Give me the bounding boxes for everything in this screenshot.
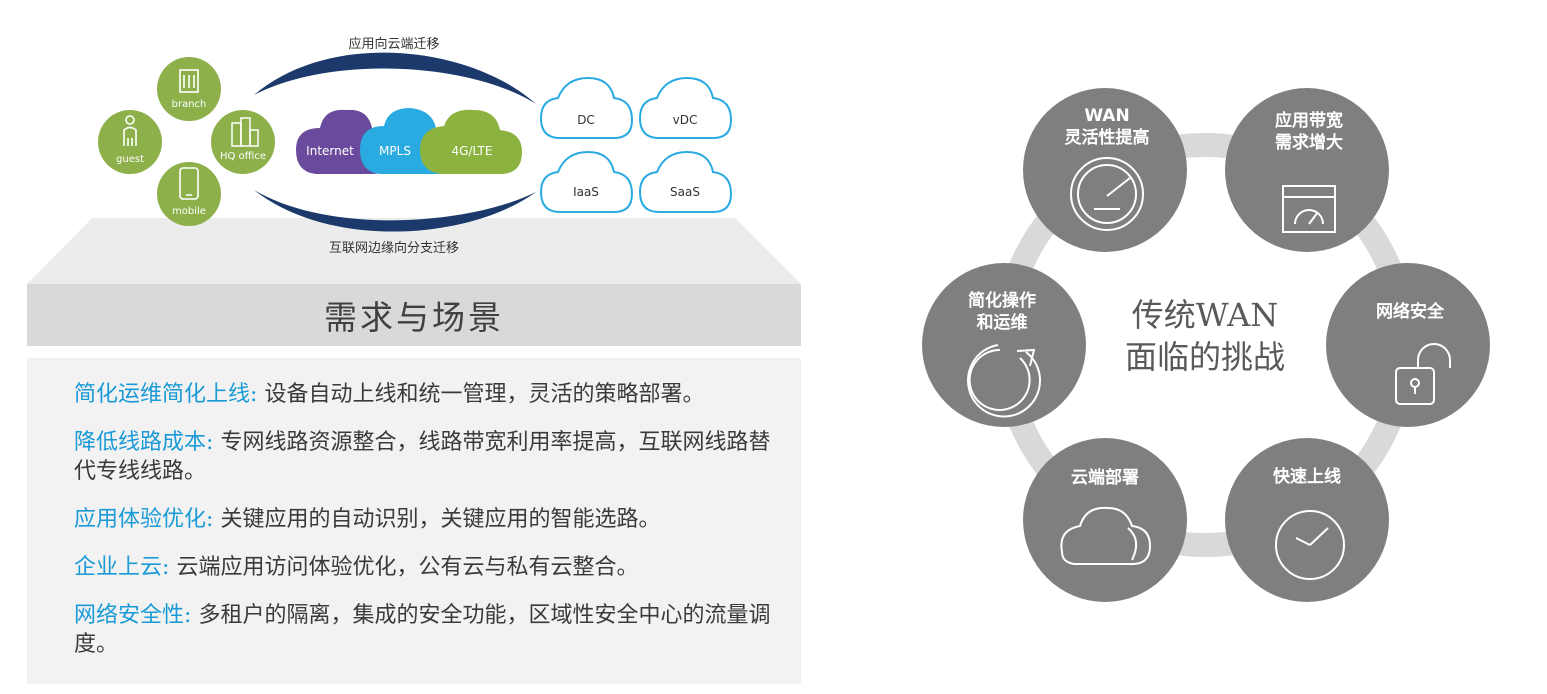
speedometer-icon: [1070, 157, 1144, 231]
endpoint-label-hq: HQ office: [220, 151, 266, 162]
requirement-text: 设备自动上线和统一管理，灵活的策略部署。: [264, 382, 705, 407]
network-label-internet: Internet: [306, 144, 354, 158]
challenge-title-line1: 网络安全: [1376, 301, 1445, 322]
network-cloud-lte: 4G/LTE: [420, 109, 522, 174]
cloud-icon: [1060, 506, 1152, 565]
challenge-node-simplify-ops: 简化操作 和运维: [922, 263, 1086, 427]
person-icon: [123, 115, 137, 146]
platform-shape: [27, 218, 801, 284]
cloud-target-label-iaas: IaaS: [573, 185, 599, 199]
challenge-node-app-bandwidth: 应用带宽 需求增大: [1225, 88, 1389, 252]
wheel-center-line2: 面临的挑战: [1125, 338, 1285, 376]
cloud-target-vdc: vDC: [638, 76, 733, 139]
requirements-list: 简化运维简化上线: 设备自动上线和统一管理，灵活的策略部署。 降低线路成本: 专…: [74, 380, 774, 678]
network-label-mpls: MPLS: [379, 144, 411, 158]
requirement-item: 简化运维简化上线: 设备自动上线和统一管理，灵活的策略部署。: [74, 380, 774, 409]
wheel-center-line1: 传统WAN: [1132, 296, 1278, 334]
endpoint-label-branch: branch: [172, 99, 207, 110]
cloud-target-label-saas: SaaS: [670, 185, 700, 199]
unlocked-padlock-icon: [1395, 343, 1451, 405]
cloud-target-saas: SaaS: [638, 150, 733, 213]
challenge-node-cloud-deployment: 云端部署: [1023, 438, 1187, 602]
requirement-colon: :: [250, 382, 258, 407]
endpoint-label-mobile: mobile: [172, 206, 206, 217]
requirement-key: 应用体验优化: [74, 507, 207, 532]
mobile-phone-icon: [179, 167, 199, 200]
challenge-node-network-security: 网络安全: [1326, 263, 1490, 427]
challenge-title-line1: 云端部署: [1071, 467, 1139, 488]
cloud-target-iaas: IaaS: [539, 150, 634, 213]
migration-top-label: 应用向云端迁移: [348, 36, 439, 52]
challenge-title-line1: WAN: [1084, 106, 1129, 126]
migration-bottom-label: 互联网边缘向分支迁移: [329, 240, 459, 256]
challenge-title-line1: 简化操作: [968, 290, 1036, 311]
endpoint-branch: branch: [157, 57, 221, 121]
requirement-text: 云端应用访问体验优化，公有云与私有云整合。: [176, 555, 639, 580]
requirement-item: 应用体验优化: 关键应用的自动识别，关键应用的智能选路。: [74, 505, 774, 534]
browser-gauge-icon: [1282, 185, 1336, 233]
requirement-key: 网络安全性: [74, 603, 185, 628]
challenge-title-line2: 灵活性提高: [1065, 127, 1150, 148]
requirement-key: 简化运维简化上线: [74, 382, 251, 407]
challenge-title-line2: 需求增大: [1275, 132, 1343, 153]
endpoint-hq: HQ office: [211, 110, 275, 174]
requirement-item: 企业上云: 云端应用访问体验优化，公有云与私有云整合。: [74, 553, 774, 582]
office-buildings-icon: [231, 117, 259, 147]
cloud-target-label-vdc: vDC: [673, 113, 698, 127]
panel-title: 需求与场景: [27, 284, 801, 346]
migration-arc-top: [254, 52, 536, 104]
requirement-text: 专网线路资源整合，线路带宽利用率提高，互联网线路替代专线线路。: [74, 430, 771, 484]
migration-arc-bottom: [254, 190, 536, 232]
requirement-text: 多租户的隔离，集成的安全功能，区域性安全中心的流量调度。: [74, 603, 771, 657]
challenge-title-line1: 应用带宽: [1275, 110, 1343, 131]
challenge-node-wan-flexibility: WAN 灵活性提高: [1023, 88, 1187, 252]
clock-icon: [1275, 510, 1345, 580]
requirement-colon: :: [206, 430, 214, 455]
endpoint-guest: guest: [98, 110, 162, 174]
cloud-target-dc: DC: [539, 76, 634, 139]
network-label-lte: 4G/LTE: [452, 144, 493, 158]
refresh-arrow-icon: [967, 344, 1041, 418]
challenge-node-fast-onboarding: 快速上线: [1225, 438, 1389, 602]
requirement-key: 企业上云: [74, 555, 163, 580]
requirements-panel: 简化运维简化上线: 设备自动上线和统一管理，灵活的策略部署。 降低线路成本: 专…: [27, 358, 801, 684]
endpoint-mobile: mobile: [157, 162, 221, 226]
endpoint-label-guest: guest: [116, 154, 144, 165]
building-icon: [179, 69, 199, 93]
requirement-colon: :: [184, 603, 192, 628]
requirement-text: 关键应用的自动识别，关键应用的智能选路。: [220, 507, 661, 532]
requirement-item: 降低线路成本: 专网线路资源整合，线路带宽利用率提高，互联网线路替代专线线路。: [74, 428, 774, 486]
challenge-title-line2: 和运维: [977, 312, 1028, 333]
requirement-colon: :: [206, 507, 214, 532]
challenge-title-line1: 快速上线: [1273, 466, 1341, 487]
requirement-key: 降低线路成本: [74, 430, 207, 455]
requirement-colon: :: [162, 555, 170, 580]
requirement-item: 网络安全性: 多租户的隔离，集成的安全功能，区域性安全中心的流量调度。: [74, 601, 774, 659]
cloud-target-label-dc: DC: [577, 113, 595, 127]
